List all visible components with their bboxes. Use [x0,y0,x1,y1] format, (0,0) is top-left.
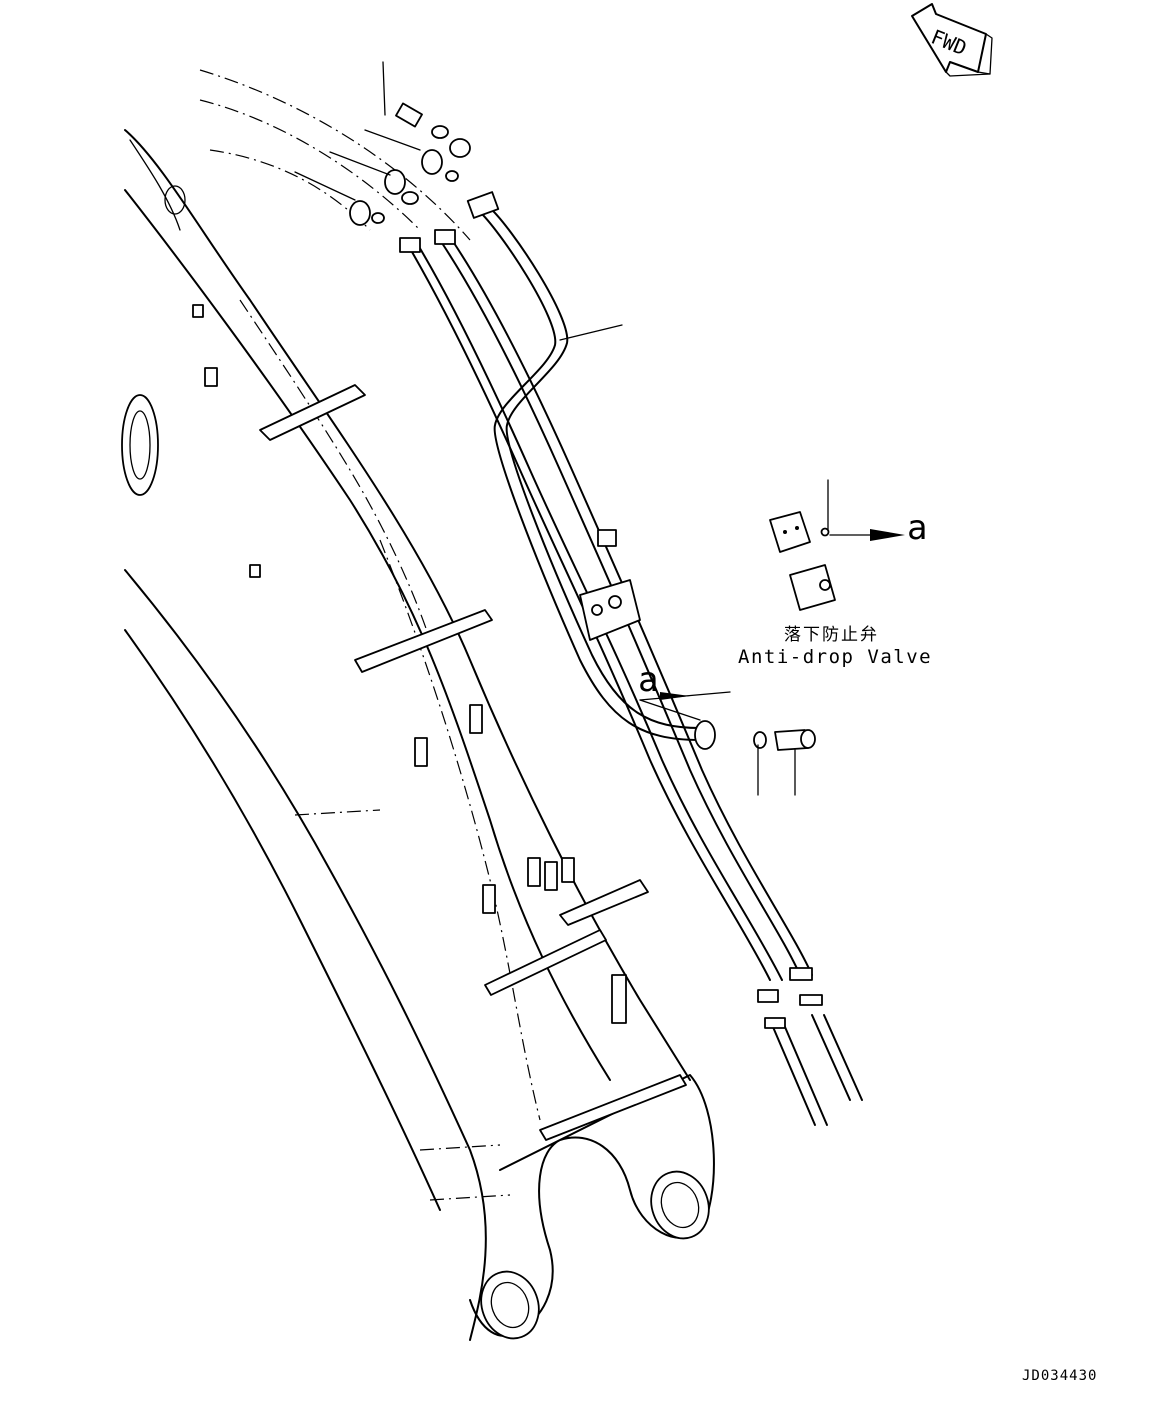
anti-drop-valve-label-en: Anti-drop Valve [738,646,933,668]
drawing-id: JD034430 [1022,1368,1098,1384]
anti-drop-valve-label-jp: 落下防止弁 [784,625,879,645]
detail-ref-a-top: a [907,508,928,548]
detail-view-a [769,479,905,611]
fwd-arrow-icon: FWD [911,3,993,77]
fwd-label: FWD [928,25,970,61]
leader-lines [382,61,796,796]
flange-fittings [294,102,823,1029]
clamp-brackets [192,304,687,1141]
detail-ref-a-main: a [638,660,659,700]
anti-drop-valve [579,579,641,641]
